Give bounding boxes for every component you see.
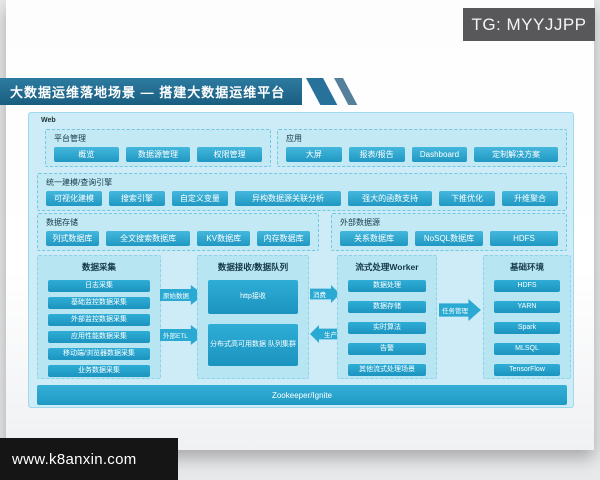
base-env-box: MLSQL <box>494 343 560 355</box>
column-base-env-title: 基础环境 <box>509 262 544 272</box>
section-app-buttons: 大屏报表/报告 Dashboard 定制解决方案 <box>286 147 559 162</box>
stream-box: 数据处理 <box>348 280 426 292</box>
collect-box: 日志采集 <box>48 280 150 292</box>
column-data-queue-title: 数据接收/数据队列 <box>217 262 289 272</box>
base-env-box: YARN <box>494 301 560 313</box>
collect-box: 移动端/浏览器数据采集 <box>48 348 150 360</box>
section-storage-buttons: 列式数据库全文搜索数据库 KV数据库内存数据库 <box>46 231 310 246</box>
column-data-collect-title: 数据采集 <box>81 262 116 272</box>
queue-cluster-box: 分布式高可用数据 队列集群 <box>208 324 298 366</box>
app-box: 大屏 <box>286 147 342 162</box>
column-data-collect-items: 日志采集基础监控数据采集外部监控数据采集应用性能数据采集移动端/浏览器数据采集业… <box>38 280 160 377</box>
base-env-box: HDFS <box>494 280 560 292</box>
collect-box: 业务数据采集 <box>48 365 150 377</box>
engine-box: 升维聚合 <box>502 191 558 206</box>
base-env-box: TensorFlow <box>494 364 560 376</box>
watermark-bottom-text: www.k8anxin.com <box>12 450 137 468</box>
collect-box: 基础监控数据采集 <box>48 297 150 309</box>
section-engine-buttons: 可视化建模搜索引擎自定义变量异构数据源关联分析强大的函数支持下推优化升维聚合 <box>46 191 558 206</box>
base-env-box: Spark <box>494 322 560 334</box>
section-engine: 统一建模/查询引擎 可视化建模搜索引擎自定义变量异构数据源关联分析强大的函数支持… <box>37 173 567 211</box>
zookeeper-bar: Zookeeper/Ignite <box>37 385 567 405</box>
engine-box: 异构数据源关联分析 <box>234 191 342 206</box>
external-box: HDFS <box>490 231 558 246</box>
arrow-consume-label: 消费 <box>313 292 326 299</box>
stream-box: 告警 <box>348 343 426 355</box>
arrow-task-manage-label: 任务管理 <box>442 308 468 315</box>
page-title: 大数据运维落地场景 — 搭建大数据运维平台 <box>0 78 302 105</box>
section-engine-label: 统一建模/查询引擎 <box>46 178 113 187</box>
app-box: 定制解决方案 <box>474 147 559 162</box>
arrow-external-etl-label: 外部ETL <box>163 333 188 340</box>
watermark-top-badge: TG: MYYJJPP <box>463 8 595 41</box>
engine-box: 可视化建模 <box>46 191 102 206</box>
app-box: Dashboard <box>411 147 468 162</box>
section-external: 外部数据源 关系数据库 NoSQL数据库 HDFS <box>331 213 567 251</box>
storage-box: 内存数据库 <box>257 231 310 246</box>
section-app-label: 应用 <box>286 134 302 143</box>
column-stream-worker: 流式处理Worker 数据处理数据存储实时算法告警其他流式处理场景 <box>337 255 437 379</box>
external-box: 关系数据库 <box>340 231 408 246</box>
engine-box: 自定义变量 <box>171 191 228 206</box>
arrow-task-manage: 任务管理 <box>439 299 481 321</box>
engine-box: 下推优化 <box>439 191 496 206</box>
section-external-buttons: 关系数据库 NoSQL数据库 HDFS <box>340 231 558 246</box>
external-box: NoSQL数据库 <box>415 231 483 246</box>
section-platform: 平台管理 概览数据源管理权限管理 <box>45 129 271 167</box>
collect-box: 应用性能数据采集 <box>48 331 150 343</box>
queue-http-box: http接收 <box>208 280 298 314</box>
platform-box: 数据源管理 <box>125 147 191 162</box>
section-storage: 数据存储 列式数据库全文搜索数据库 KV数据库内存数据库 <box>37 213 319 251</box>
column-stream-worker-title: 流式处理Worker <box>355 262 419 272</box>
arrow-raw-data-label: 原始数据 <box>163 293 189 300</box>
stream-box: 数据存储 <box>348 301 426 313</box>
column-data-collect: 数据采集 日志采集基础监控数据采集外部监控数据采集应用性能数据采集移动端/浏览器… <box>37 255 161 379</box>
engine-box: 强大的函数支持 <box>348 191 433 206</box>
app-box: 报表/报告 <box>348 147 405 162</box>
stream-box: 实时算法 <box>348 322 426 334</box>
platform-box: 概览 <box>54 147 119 162</box>
arrow-raw-data: 原始数据 <box>160 285 204 305</box>
page-title-text: 大数据运维落地场景 — 搭建大数据运维平台 <box>10 85 286 100</box>
diagram-panel: Web 平台管理 概览数据源管理权限管理 应用 大屏报表/报告 Dashboard… <box>28 112 574 408</box>
collect-box: 外部监控数据采集 <box>48 314 150 326</box>
web-label: Web <box>41 117 56 124</box>
watermark-bottom-badge: www.k8anxin.com <box>0 438 178 480</box>
platform-box: 权限管理 <box>197 147 263 162</box>
storage-box: KV数据库 <box>197 231 251 246</box>
section-storage-label: 数据存储 <box>46 218 78 227</box>
engine-box: 搜索引擎 <box>108 191 165 206</box>
column-data-queue: 数据接收/数据队列 http接收 分布式高可用数据 队列集群 <box>197 255 309 379</box>
section-app: 应用 大屏报表/报告 Dashboard 定制解决方案 <box>277 129 567 167</box>
zookeeper-bar-label: Zookeeper/Ignite <box>271 390 333 400</box>
arrow-external-etl: 外部ETL <box>160 325 204 345</box>
arrow-produce: 生产 <box>310 325 340 343</box>
stream-box: 其他流式处理场景 <box>348 364 426 376</box>
arrow-produce-label: 生产 <box>324 332 337 339</box>
section-platform-label: 平台管理 <box>54 134 86 143</box>
section-platform-buttons: 概览数据源管理权限管理 <box>54 147 263 162</box>
watermark-top-text: TG: MYYJJPP <box>471 14 587 34</box>
section-external-label: 外部数据源 <box>340 218 380 227</box>
storage-box: 全文搜索数据库 <box>105 231 191 246</box>
column-stream-worker-items: 数据处理数据存储实时算法告警其他流式处理场景 <box>338 280 436 376</box>
arrow-consume: 消费 <box>310 285 340 303</box>
storage-box: 列式数据库 <box>46 231 99 246</box>
